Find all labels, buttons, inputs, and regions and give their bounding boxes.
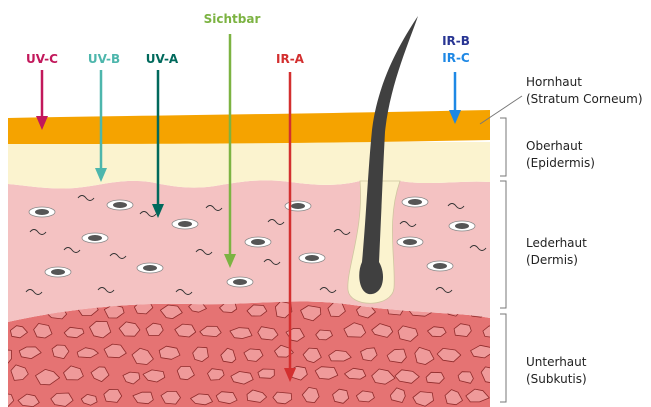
unterhaut-name: Unterhaut [526,355,587,369]
fat-cell [216,392,237,404]
uva-label: UV-A [146,52,179,66]
irc-label: IR-C [442,51,470,65]
cell-nucleus [178,221,192,227]
cell-nucleus [433,263,447,269]
lederhaut-latin: (Dermis) [526,253,578,267]
cell-nucleus [88,235,102,241]
cell-nucleus [35,209,49,215]
visible-label: Sichtbar [204,12,261,26]
cell-nucleus [143,265,157,271]
irb-label: IR-B [442,34,470,48]
ira-label: IR-A [276,52,305,66]
cell-nucleus [408,199,422,205]
oberhaut-latin: (Epidermis) [526,156,595,170]
cell-nucleus [233,279,247,285]
uvb-label: UV-B [88,52,120,66]
unterhaut-latin: (Subkutis) [526,372,587,386]
hornhaut-name: Hornhaut [526,75,582,89]
cell-nucleus [113,202,127,208]
cell-nucleus [51,269,65,275]
stratum-corneum-layer [8,110,490,144]
uvc-label: UV-C [26,52,58,66]
cell-nucleus [251,239,265,245]
cell-nucleus [403,239,417,245]
oberhaut-name: Oberhaut [526,139,583,153]
fat-cell [0,349,12,363]
cell-nucleus [291,203,305,209]
cell-nucleus [305,255,319,261]
cell-nucleus [455,223,469,229]
fat-cell [258,369,274,378]
hornhaut-latin: (Stratum Corneum) [526,92,643,106]
lederhaut-name: Lederhaut [526,236,587,250]
